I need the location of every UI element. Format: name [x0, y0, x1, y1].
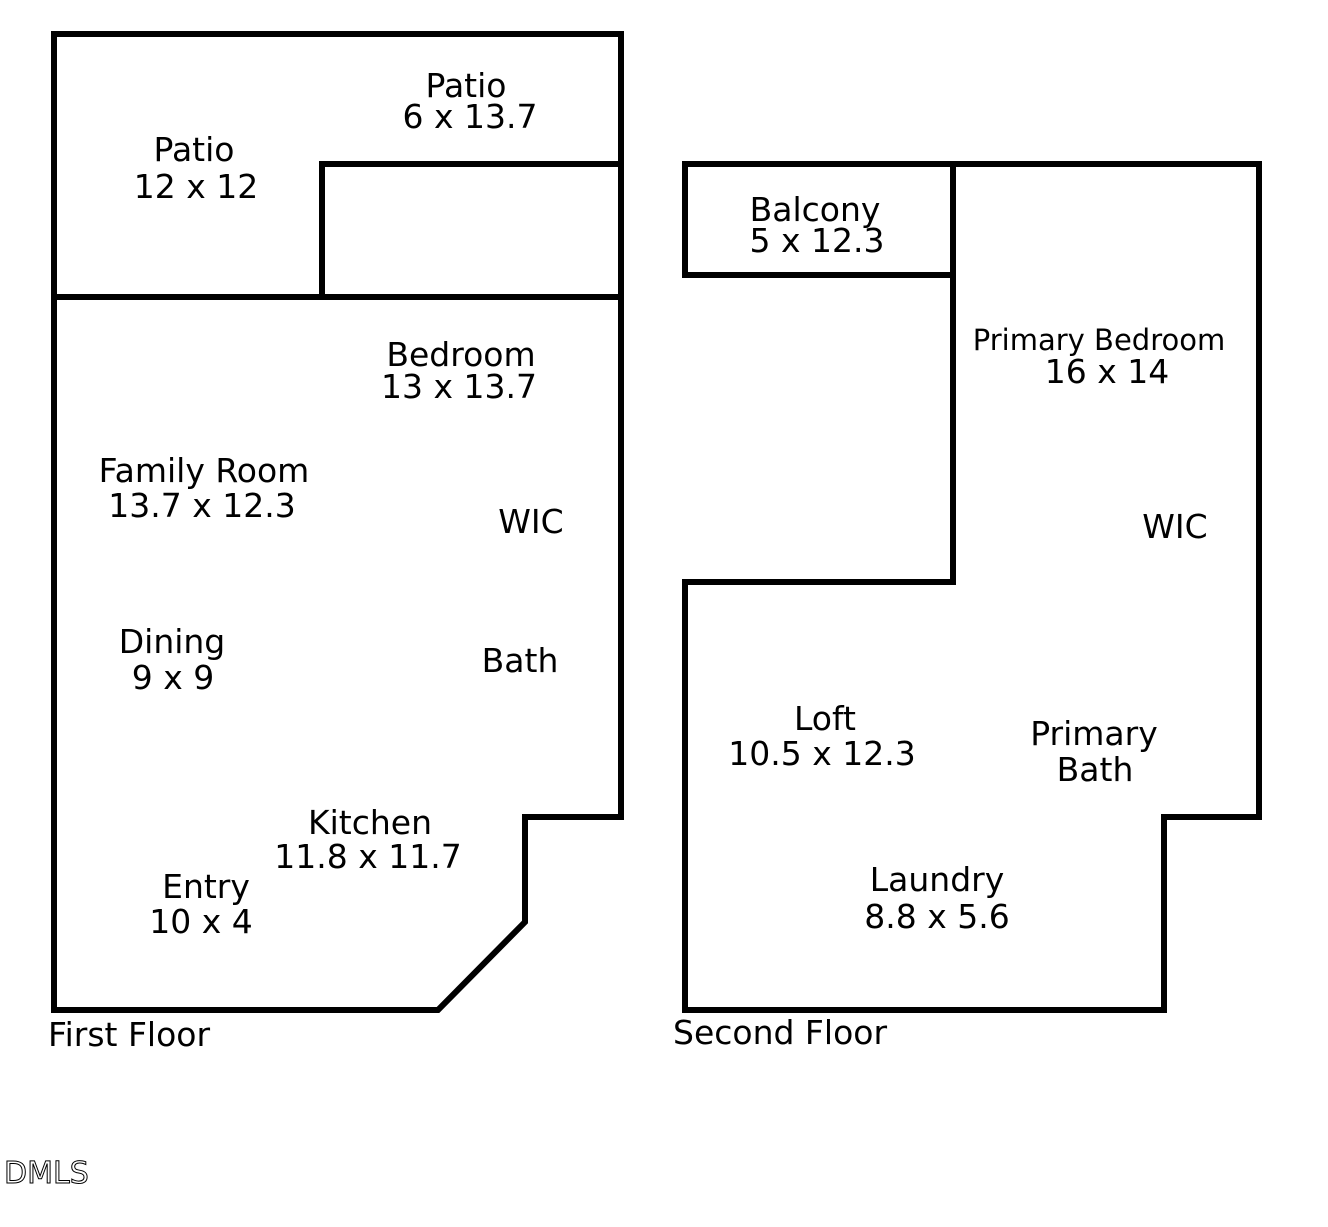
- first-bedroom-size: 13 x 13.7: [381, 367, 537, 406]
- first-kitchen-name: Kitchen: [308, 803, 432, 842]
- first-patio-left-name: Patio: [154, 130, 235, 169]
- dmls-watermark: DMLS: [4, 1156, 89, 1191]
- first-entry-name: Entry: [162, 867, 250, 906]
- first-dining-name: Dining: [119, 622, 226, 661]
- second-wic-name: WIC: [1142, 507, 1207, 546]
- first-floor-main-outline: [51, 161, 624, 1013]
- first-entry-size: 10 x 4: [149, 902, 253, 941]
- second-laundry-name: Laundry: [870, 860, 1004, 899]
- first-patio-top-name: Patio: [426, 66, 507, 105]
- second-laundry-size: 8.8 x 5.6: [864, 897, 1009, 936]
- first-kitchen-size: 11.8 x 11.7: [274, 837, 461, 876]
- second-primary-bedroom-size: 16 x 14: [1045, 352, 1170, 391]
- second-balcony-name: Balcony: [750, 190, 881, 229]
- first-family-room-name: Family Room: [99, 451, 310, 490]
- second-loft-name: Loft: [794, 699, 856, 738]
- first-wic-name: WIC: [498, 502, 563, 541]
- second-primary-bedroom-name: Primary Bedroom: [973, 323, 1225, 357]
- first-floor-label: First Floor: [48, 1015, 210, 1054]
- second-floor-label: Second Floor: [673, 1013, 887, 1052]
- second-balcony-size: 5 x 12.3: [750, 221, 885, 260]
- second-primary-bath-name-line2: Bath: [1057, 750, 1134, 789]
- first-patio-top-size: 6 x 13.7: [403, 97, 538, 136]
- second-floor-main-outline: [682, 161, 1262, 1013]
- first-floor-walls: [51, 31, 624, 1013]
- first-bath-name: Bath: [482, 641, 559, 680]
- second-loft-size: 10.5 x 12.3: [728, 734, 915, 773]
- second-primary-bath-name-line1: Primary: [1030, 714, 1158, 753]
- first-dining-size: 9 x 9: [132, 658, 215, 697]
- first-family-room-size: 13.7 x 12.3: [108, 486, 295, 525]
- first-bedroom-name: Bedroom: [386, 335, 535, 374]
- first-patio-left-size: 12 x 12: [134, 167, 259, 206]
- second-floor-walls: [682, 161, 1262, 1013]
